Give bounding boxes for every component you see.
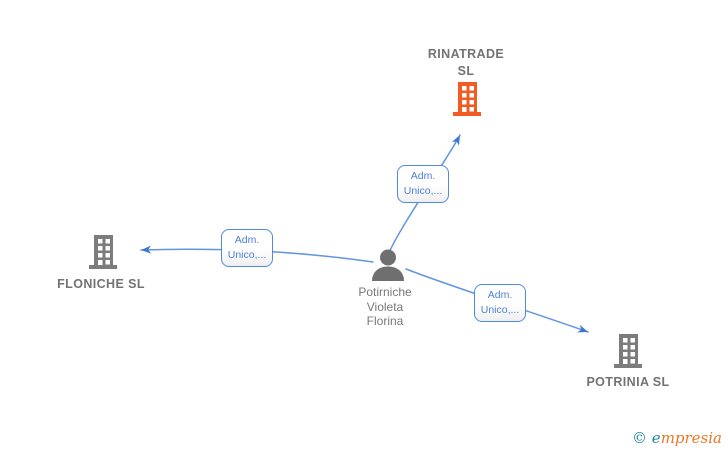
person-label-line2: Violeta [366,299,404,314]
company-label-rinatrade-line2: SL [457,64,475,78]
edge-label-person-potrinia[interactable]: Adm. Unico,... [474,284,526,322]
company-label-rinatrade-line1: RINATRADE [427,47,505,61]
empresia-logo-e: e [651,429,661,447]
edge-label-person-rinatrade[interactable]: Adm. Unico,... [397,165,449,203]
person-label-line1: Potirniche [358,285,412,299]
person-label: Potirniche Violeta Florina [358,285,411,329]
building-icon-rinatrade[interactable] [450,81,484,117]
edge-label-person-floniche[interactable]: Adm. Unico,... [221,229,273,267]
company-label-potrinia: POTRINIA SL [586,375,670,389]
empresia-logo-text: mpresia [660,429,722,447]
edge-label-line1: Adm. [410,170,436,182]
person-icon[interactable] [369,249,407,281]
company-label-floniche: FLONICHE SL [57,277,145,291]
building-icon-potrinia[interactable] [611,333,645,369]
empresia-logo[interactable]: © empresia [632,429,722,447]
edge-label-line2: Unico,... [480,304,520,316]
edge-label-line1: Adm. [487,289,513,301]
copyright-symbol: © [632,429,648,447]
building-icon-floniche[interactable] [86,234,120,270]
edge-label-line1: Adm. [234,234,260,246]
company-label-rinatrade: RINATRADE SL [428,46,504,80]
edge-label-line2: Unico,... [403,185,443,197]
edge-label-line2: Unico,... [227,249,267,261]
person-label-line3: Florina [366,314,404,328]
